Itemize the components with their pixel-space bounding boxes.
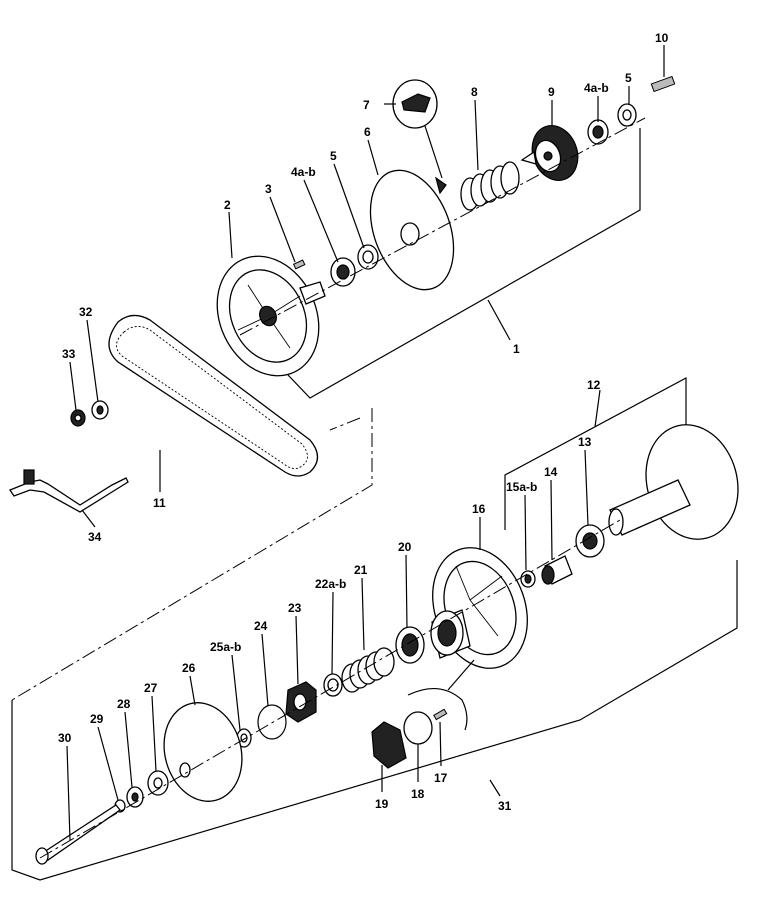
label-1: 1: [513, 342, 520, 356]
bearing-part: [330, 257, 356, 287]
bearing-part: [395, 626, 425, 664]
cover-part: [520, 125, 579, 181]
drive-belt-part: [108, 314, 319, 477]
label-33: 33: [62, 347, 76, 361]
driven-clutch-assembly: [11, 376, 739, 881]
label-34: 34: [88, 530, 102, 544]
label-25ab: 25a-b: [210, 640, 241, 654]
label-19: 19: [375, 797, 389, 811]
movable-sheave-part: [430, 547, 528, 669]
bolt-part: [35, 804, 121, 865]
label-4ab-top-left: 4a-b: [291, 165, 316, 179]
label-11: 11: [153, 496, 166, 510]
label-24: 24: [254, 619, 268, 633]
label-6: 6: [364, 125, 371, 139]
washer-part: [323, 673, 343, 697]
label-12: 12: [587, 378, 601, 392]
label-29: 29: [90, 712, 104, 726]
label-8: 8: [471, 85, 478, 99]
spring-part: [341, 647, 395, 693]
washer-part: [147, 770, 169, 796]
key-part: [650, 75, 676, 93]
label-21: 21: [354, 563, 368, 577]
washer-part: [126, 786, 144, 808]
drive-clutch-assembly: [216, 75, 676, 399]
label-2: 2: [224, 198, 231, 212]
movable-sheave-part: [369, 169, 455, 291]
bearing-part: [587, 119, 609, 145]
nut-part: [70, 409, 86, 427]
washer-part: [91, 400, 109, 420]
part-labels: 1 2 3 4a-b 5 6 7 8 9 4a-b 5 10 11 12 13 …: [58, 31, 669, 813]
label-17: 17: [434, 771, 448, 785]
washer-part: [617, 103, 637, 127]
label-9: 9: [548, 85, 555, 99]
washer-part: [357, 244, 379, 270]
slider-callout: [371, 659, 475, 769]
bushing-part: [541, 555, 573, 585]
key-part: [292, 259, 306, 270]
label-27: 27: [144, 681, 158, 695]
label-22ab: 22a-b: [315, 577, 346, 591]
label-5-top-left: 5: [330, 149, 337, 163]
label-30: 30: [58, 731, 72, 745]
label-5-top-right: 5: [625, 71, 632, 85]
fixed-sheave-part: [608, 424, 739, 540]
tool-part: [9, 469, 129, 513]
bearing-part: [575, 524, 605, 558]
label-23: 23: [288, 601, 302, 615]
label-16: 16: [472, 502, 486, 516]
label-13: 13: [578, 435, 592, 449]
leader-lines: [66, 45, 665, 841]
washer-part: [520, 570, 536, 588]
label-31: 31: [498, 799, 512, 813]
label-18: 18: [411, 787, 425, 801]
snap-ring-part: [257, 704, 287, 740]
label-15ab: 15a-b: [506, 480, 537, 494]
spring-part: [460, 161, 520, 211]
label-20: 20: [398, 540, 412, 554]
cam-part: [285, 681, 317, 723]
label-32: 32: [79, 305, 93, 319]
fixed-sheave-part: [216, 255, 326, 377]
label-7: 7: [363, 98, 370, 112]
label-10: 10: [655, 31, 669, 45]
label-14: 14: [544, 465, 558, 479]
label-28: 28: [117, 697, 131, 711]
label-26: 26: [182, 661, 196, 675]
label-3: 3: [265, 182, 272, 196]
washer-part: [236, 728, 252, 748]
slider-callout: [384, 79, 443, 179]
label-4ab-top-right: 4a-b: [584, 81, 609, 95]
